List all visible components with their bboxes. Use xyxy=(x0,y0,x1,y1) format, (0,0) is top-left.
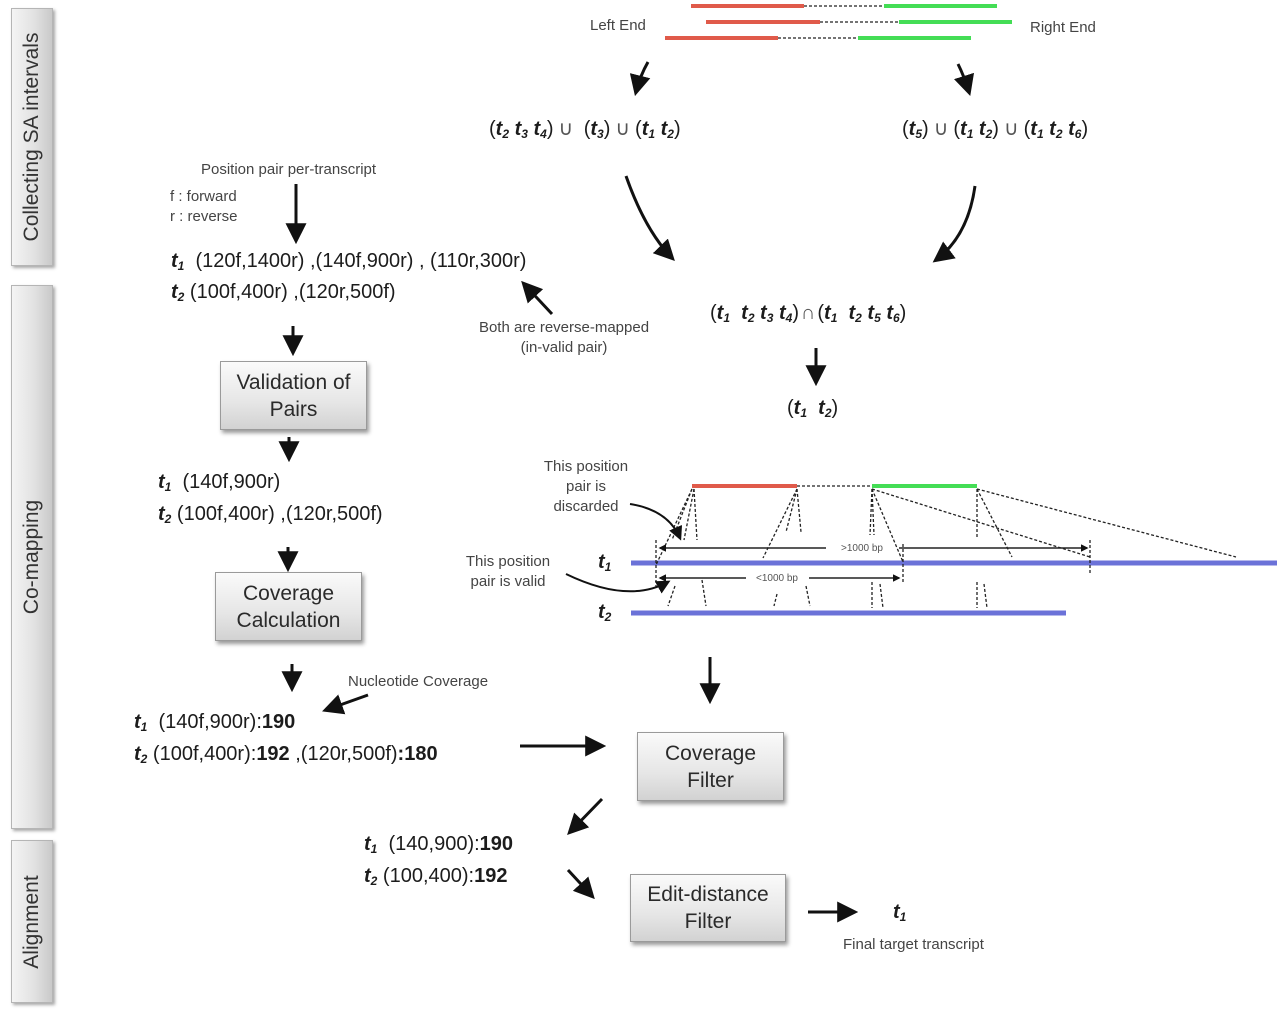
coverage-t1: t1 (140f,900r):190 xyxy=(134,711,296,734)
filtered-t1: t1 (140,900):190 xyxy=(364,833,514,856)
arrow-invalid-annotation xyxy=(521,280,554,316)
paired-reads xyxy=(665,4,1012,40)
discarded-pair-label: This position pair is discarded xyxy=(543,458,629,515)
legend-reverse: r : reverse xyxy=(170,208,238,225)
arrow-nucleotide-coverage xyxy=(322,693,369,715)
co-mapping-diagram: >1000 bp <1000 bp xyxy=(565,484,1277,616)
final-transcript: t1 xyxy=(893,901,907,924)
right-end-union-set: (t5)∪(t1 t2)∪(t1 t2 t6) xyxy=(902,118,1089,141)
stage-alignment: Alignment xyxy=(11,840,53,1003)
arrow-left-end xyxy=(629,61,651,97)
arrow-filter-to-filtered xyxy=(567,797,604,836)
position-pair-title: Position pair per-transcript xyxy=(201,161,377,178)
invalid-pair-annotation: Both are reverse-mapped (in-valid pair) xyxy=(478,319,650,356)
legend-forward: f : forward xyxy=(170,188,237,205)
diagram-t2-label: t2 xyxy=(598,601,612,624)
stage-collecting-sa-intervals: Collecting SA intervals xyxy=(11,8,53,266)
valid-pair-label: This position pair is valid xyxy=(465,553,551,590)
result-set: (t1 t2) xyxy=(787,397,839,420)
arrow-to-edit-filter xyxy=(566,868,595,900)
valid-pairs-t1: t1 (140f,900r) xyxy=(158,471,281,494)
coverage-t2: t2 (100f,400r):192 ,(120r,500f):180 xyxy=(134,743,438,766)
nucleotide-coverage-label: Nucleotide Coverage xyxy=(348,673,489,690)
filtered-t2: t2 (100,400):192 xyxy=(364,865,508,888)
arrow-valid xyxy=(565,573,671,594)
arrow-discarded xyxy=(629,503,683,541)
left-end-union-set: (t2 t3 t4)∪ (t3)∪(t1 t2) xyxy=(489,118,681,141)
stage-co-mapping: Co-mapping xyxy=(11,285,53,829)
arrow-left-to-intersection xyxy=(624,175,675,262)
arrow-right-end xyxy=(953,63,975,97)
diagram-t1-label: t1 xyxy=(598,551,612,574)
position-pairs-t1: t1 (120f,1400r) ,(140f,900r) , (110r,300… xyxy=(171,250,527,273)
right-end-label: Right End xyxy=(1030,19,1096,36)
position-pairs-t2: t2 (100f,400r) ,(120r,500f) xyxy=(171,281,396,304)
final-target-label: Final target transcript xyxy=(843,936,984,953)
valid-pairs-t2: t2 (100f,400r) ,(120r,500f) xyxy=(158,503,383,526)
arrow-right-to-intersection xyxy=(932,185,977,263)
span-lt-1000-label: <1000 bp xyxy=(756,573,798,584)
left-end-label: Left End xyxy=(590,17,646,34)
span-gt-1000-label: >1000 bp xyxy=(841,543,883,554)
intersection-set: (t1 t2 t3 t4)∩(t1 t2 t5 t6) xyxy=(710,302,907,325)
